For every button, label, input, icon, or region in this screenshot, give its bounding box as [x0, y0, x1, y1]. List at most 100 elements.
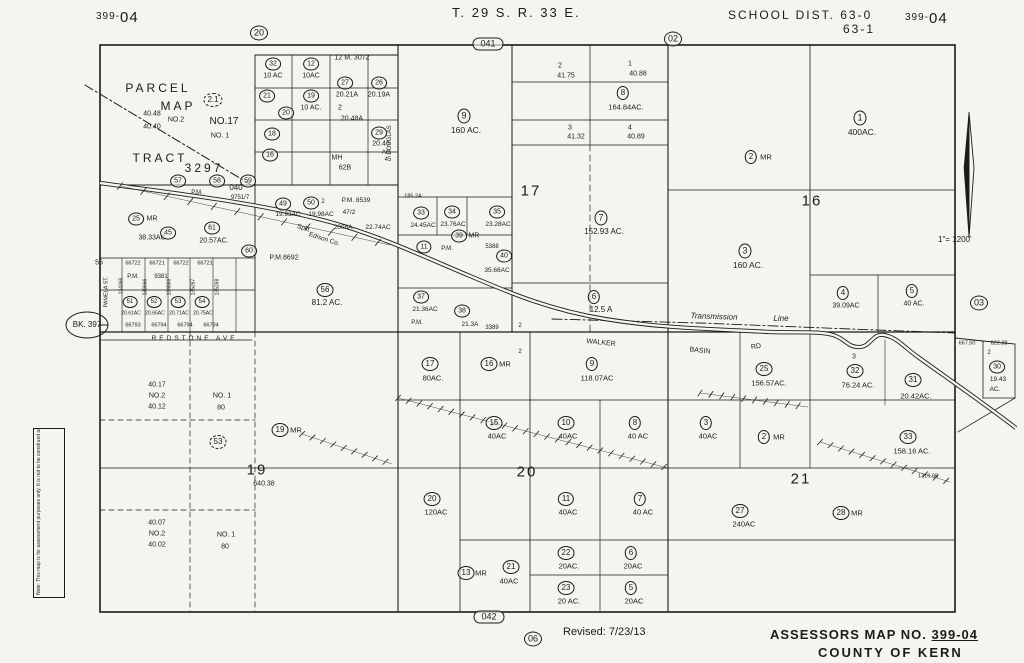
parcel-number: 53 [209, 435, 227, 449]
map-label: 40AC [698, 431, 718, 441]
map-label: 66722 [173, 260, 189, 267]
parcel-number: 3 [699, 416, 713, 430]
school-district-line2: 63-1 [843, 22, 876, 36]
parcel-number: 29 [371, 126, 387, 140]
parcel-number: 8 [616, 86, 630, 100]
map-label: 135267 [190, 278, 197, 296]
sheet-num: 04 [120, 9, 139, 26]
section-20: 20 [516, 463, 538, 481]
map-label: 158.16 AC. [893, 446, 931, 456]
map-label: 10AC [302, 72, 320, 80]
parcel-number: 2 [744, 150, 758, 164]
map-label: 66794 [151, 322, 167, 329]
map-label: 35.66AC [484, 266, 510, 274]
map-label: 23.28AC [485, 220, 511, 228]
parcel-number: 53 [170, 296, 186, 308]
county-label: COUNTY OF KERN [818, 645, 963, 660]
map-label: NO.2 [148, 530, 166, 538]
map-label: 160 AC. [450, 124, 482, 135]
map-label: NO. 1 [216, 531, 236, 539]
assessment-note: Note: This map is for assessment purpose… [33, 428, 65, 598]
parcel-number: 21 [502, 560, 520, 574]
map-label: 40AC [499, 576, 519, 586]
map-label: 10 AC. [300, 104, 322, 112]
map-label: 40AC [558, 431, 578, 441]
parcel-number: 9 [457, 108, 471, 124]
map-label: 40 AC [632, 507, 654, 517]
assessors-map-label: ASSESSORS MAP NO. [770, 627, 927, 642]
map-label: MR [760, 152, 772, 162]
map-label: 9381 [154, 274, 168, 280]
map-label: 3 [852, 353, 856, 361]
map-label: 80 [217, 404, 225, 412]
parcel-number: 16 [262, 148, 278, 162]
parcel-number: 25 [128, 212, 144, 226]
section-19: 19 [246, 461, 268, 479]
parcel-number: 31 [904, 373, 922, 387]
map-label: 20.42AC. [900, 391, 932, 401]
map-label: 20.21A [335, 91, 359, 99]
assessors-map-title: ASSESSORS MAP NO. 399-04 [770, 628, 978, 641]
map-label: MR [290, 425, 302, 435]
map-label: 40 AC. [903, 300, 925, 308]
map-label: 20.19A [367, 91, 391, 99]
map-label: 81.2 AC. [311, 298, 343, 307]
parcel-number: 22 [557, 546, 575, 560]
map-label: 66793 [125, 322, 141, 329]
parcel-number: 21 [259, 89, 275, 103]
parcel-number: 8 [628, 416, 642, 430]
map-label: 66722 [125, 260, 141, 267]
map-label: 20.66AC [145, 310, 165, 317]
parcel-number: 11 [557, 492, 575, 506]
map-label: 134366 [118, 277, 125, 295]
map-label: 66794 [203, 322, 219, 329]
map-label: 3 [568, 124, 572, 132]
map-label: 156.57AC. [751, 378, 787, 388]
map-label: 2 [518, 323, 522, 329]
map-label: MR [468, 232, 480, 240]
map-label: 19.93AC [275, 210, 301, 218]
map-label: TRACT [132, 151, 188, 165]
parcel-number: 26 [371, 76, 387, 90]
parcel-number: 37 [413, 290, 429, 304]
sheet-prefix: 399- [96, 11, 121, 22]
map-label: 12 M. 3072 [334, 54, 370, 62]
map-label: 66721 [149, 260, 165, 267]
map-label: 20 AC. [557, 596, 581, 606]
map-label: AC. [989, 385, 1001, 393]
section-21: 21 [790, 470, 812, 488]
map-label: 62B [338, 164, 352, 172]
map-label: MR [499, 359, 511, 369]
parcel-number: 25 [755, 362, 773, 376]
revised-date: Revised: 7/23/13 [563, 626, 646, 638]
map-label: 20.57AC. [199, 237, 229, 245]
map-label: 40.89 [627, 133, 645, 141]
map-label: 38.33AC. [138, 234, 168, 242]
map-label: 4 [628, 124, 632, 132]
map-label: 20AC [623, 561, 643, 571]
map-label: 20.61AC [121, 310, 141, 317]
scale-label: 1"= 1200' [938, 235, 972, 244]
parcel-number: 33 [413, 206, 429, 220]
marker-20: 20 [249, 25, 269, 41]
map-label: 185.2A [404, 193, 422, 200]
parcel-number: 30 [989, 360, 1005, 374]
parcel-number: 20 [423, 492, 441, 506]
map-label: NO. 1 [210, 132, 230, 140]
parcel-number: 39 [451, 229, 467, 243]
map-label: MAP [160, 99, 196, 113]
map-label: NO.2 [167, 116, 185, 124]
parcel-number: 15 [485, 416, 503, 430]
parcel-number: 59 [240, 174, 256, 188]
map-label: 2 [518, 349, 522, 355]
redstone-ave-label: REDSTONE AVE. [151, 334, 243, 342]
map-label: 41.32 [567, 133, 585, 141]
map-label: 22.74AC [365, 223, 391, 231]
map-label: 40.17 [148, 381, 166, 389]
map-label: 20.75AC [193, 310, 213, 317]
map-label: 2 [338, 104, 342, 112]
map-label: P.M. [127, 274, 139, 280]
map-label: 10 AC [263, 72, 283, 80]
map-label: AC [381, 150, 391, 156]
